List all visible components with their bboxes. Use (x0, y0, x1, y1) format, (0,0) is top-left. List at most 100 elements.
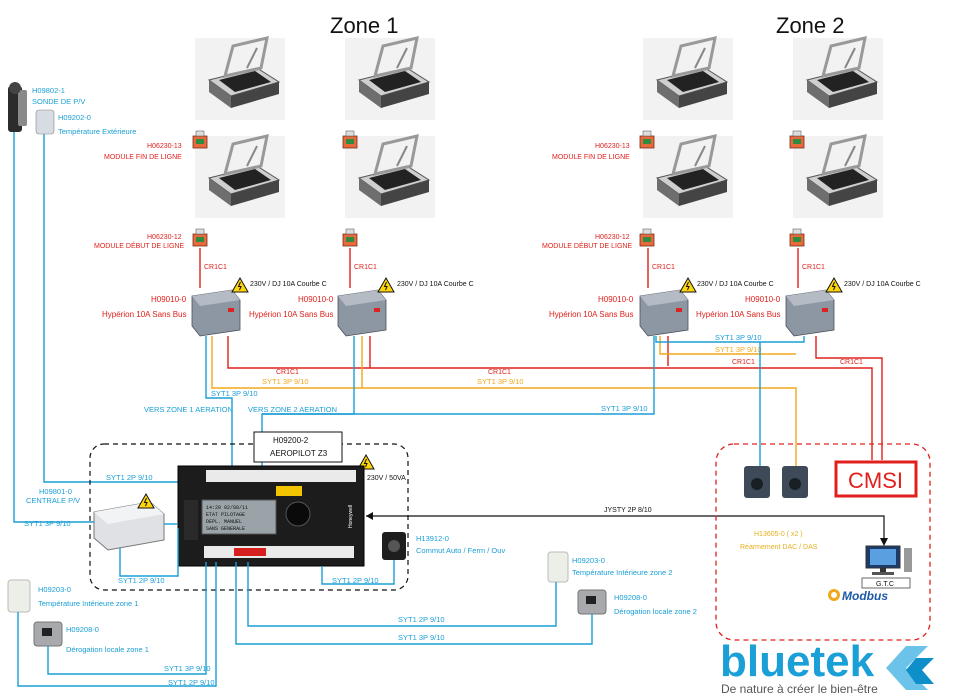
hyperion-box-icon (639, 289, 689, 337)
debut-ligne-module-icon (639, 228, 655, 247)
aeropilot-power: 230V / 50VA (367, 475, 406, 482)
syt1-3p-label: SYT1 3P 9/10 (24, 519, 71, 528)
temp-int-z1-code: H09203-0 (38, 585, 71, 594)
smoke-hatch-icon (641, 36, 735, 122)
cr1c1-wire-label: CR1C1 (488, 369, 511, 376)
cr1c1-wire-label: CR1C1 (732, 359, 755, 366)
fin-ligne-name-z2: MODULE FIN DE LIGNE (552, 154, 630, 161)
fin-ligne-name-z1: MODULE FIN DE LIGNE (104, 154, 182, 161)
centrale-name: CENTRALE P/V (26, 496, 80, 505)
vers-zone1-label: VERS ZONE 1 AERATION (144, 405, 233, 414)
hyperion-name: Hypérion 10A Sans Bus (102, 310, 187, 319)
jysty-label: JYSTY 2P 8/10 (604, 507, 652, 514)
cmsi-label: CMSI (848, 468, 903, 493)
hyperion-power: 230V / DJ 10A Courbe C (250, 281, 327, 288)
rearmement-das-icon (782, 466, 808, 498)
hyperion-code: H09010-0 (745, 295, 781, 304)
hyperion-power: 230V / DJ 10A Courbe C (697, 281, 774, 288)
aeropilot-unit (177, 465, 365, 567)
temp-ext-sensor-icon (35, 109, 55, 135)
aeropilot-screen-line3: DEPL. MANUEL (206, 519, 242, 525)
syt1-2p-label: SYT1 2P 9/10 (106, 473, 153, 482)
fin-ligne-module-icon (789, 130, 805, 149)
syt1-2p-label: SYT1 2P 9/10 (332, 576, 379, 585)
temp-int-z1-name: Température Intérieure zone 1 (38, 599, 138, 608)
smoke-hatch-icon (193, 134, 287, 220)
warning-icon (231, 277, 249, 293)
cr1c1-wire-label: CR1C1 (276, 369, 299, 376)
zone1-title: Zone 1 (330, 13, 399, 38)
aeropilot-screen-line1: 14:20 02/08/11 (206, 505, 248, 511)
centrale-code: H09801-0 (39, 487, 72, 496)
sonde-name: SONDE DE P/V (32, 97, 85, 106)
temp-int-z1-sensor-icon (7, 579, 31, 613)
aeropilot-screen-line2: ETAT PILOTAGE (206, 512, 245, 518)
rearmement-code: H13605-0 ( x2 ) (754, 531, 803, 538)
smoke-hatch-icon (343, 36, 437, 122)
smoke-hatch-icon (343, 134, 437, 220)
syt1-3p-label: SYT1 3P 9/10 (164, 664, 211, 673)
derog-z1-name: Dérogation locale zone 1 (66, 645, 149, 654)
rearmement-dac-icon (744, 466, 770, 498)
temp-ext-code: H09202-0 (58, 113, 91, 122)
modbus-logo-icon (828, 589, 840, 601)
temp-int-z2-sensor-icon (547, 551, 569, 583)
gtc-label: G.T.C (876, 581, 894, 588)
temp-ext-name: Température Extérieure (58, 127, 136, 136)
hyperion-power: 230V / DJ 10A Courbe C (397, 281, 474, 288)
derog-z2-name: Dérogation locale zone 2 (614, 607, 697, 616)
aeropilot-name: AEROPILOT Z3 (270, 449, 328, 458)
warning-icon (377, 277, 395, 293)
vers-zone2-label: VERS ZONE 2 AERATION (248, 405, 337, 414)
temp-int-z2-name: Température Intérieure zone 2 (572, 568, 672, 577)
aeropilot-enclosure (89, 443, 409, 591)
cr1c1-label: CR1C1 (354, 264, 377, 271)
zone2-title: Zone 2 (776, 13, 845, 38)
rearmement-name: Réarmement DAC / DAS (740, 544, 818, 551)
commut-code: H13912-0 (416, 534, 449, 543)
modbus-label: Modbus (842, 589, 888, 603)
debut-ligne-name-z2: MODULE DÉBUT DE LIGNE (542, 241, 632, 250)
derog-z2-code: H09208-0 (614, 593, 647, 602)
brand-tagline: De nature à créer le bien-être (721, 682, 878, 696)
cr1c1-label: CR1C1 (652, 264, 675, 271)
warning-icon (825, 277, 843, 293)
hyperion-code: H09010-0 (598, 295, 634, 304)
fin-ligne-code-z1: H06230-13 (147, 143, 182, 150)
hyperion-power: 230V / DJ 10A Courbe C (844, 281, 921, 288)
cmsi-box (834, 460, 918, 498)
gtc-computer-icon (865, 545, 912, 575)
fin-ligne-code-z2: H06230-13 (595, 143, 630, 150)
syt1-3p-label: SYT1 3P 9/10 (211, 389, 258, 398)
temp-int-z2-code: H09203-0 (572, 556, 605, 565)
syt1-3p-label: SYT1 3P 9/10 (477, 377, 524, 386)
debut-ligne-module-icon (789, 228, 805, 247)
fin-ligne-module-icon (192, 130, 208, 149)
fin-ligne-module-icon (639, 130, 655, 149)
syt1-2p-label: SYT1 2P 9/10 (398, 615, 445, 624)
hyperion-code: H09010-0 (298, 295, 334, 304)
syt1-3p-label: SYT1 3P 9/10 (262, 377, 309, 386)
warning-icon (679, 277, 697, 293)
debut-ligne-module-icon (342, 228, 358, 247)
cr1c1-label: CR1C1 (204, 264, 227, 271)
debut-ligne-module-icon (192, 228, 208, 247)
brand-logo-arrow-icon (886, 646, 934, 690)
warning-icon (137, 493, 155, 509)
smoke-hatch-icon (791, 36, 885, 122)
hyperion-name: Hypérion 10A Sans Bus (549, 310, 634, 319)
debut-ligne-name-z1: MODULE DÉBUT DE LIGNE (94, 241, 184, 250)
syt1-3p-label: SYT1 3P 9/10 (601, 404, 648, 413)
aeropilot-label-box (253, 431, 343, 463)
centrale-box-icon (93, 501, 165, 551)
aeropilot-code: H09200-2 (273, 436, 309, 445)
derog-z1-code: H09208-0 (66, 625, 99, 634)
hyperion-name: Hypérion 10A Sans Bus (249, 310, 334, 319)
debut-ligne-code-z1: H06230-12 (147, 234, 182, 241)
smoke-hatch-icon (193, 36, 287, 122)
hyperion-code: H09010-0 (151, 295, 187, 304)
cr1c1-label: CR1C1 (802, 264, 825, 271)
aeropilot-brand: Honeywell (348, 505, 354, 528)
cr1c1-wire-label: CR1C1 (840, 359, 863, 366)
